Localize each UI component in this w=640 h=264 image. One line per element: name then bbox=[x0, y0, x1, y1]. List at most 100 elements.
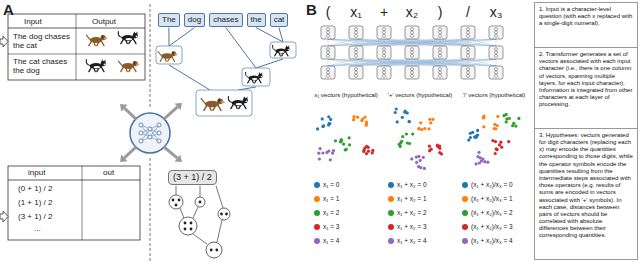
patch bbox=[252, 78, 258, 80]
vector-box bbox=[405, 46, 419, 59]
vector-box bbox=[349, 46, 363, 59]
vector-unit bbox=[439, 74, 442, 77]
tree-line bbox=[193, 207, 198, 218]
scatter-point bbox=[423, 127, 426, 130]
scatter-point bbox=[408, 120, 411, 123]
scatter-point bbox=[417, 127, 420, 130]
vector-unit bbox=[467, 68, 470, 71]
vector-unit bbox=[355, 71, 358, 74]
vector-unit bbox=[495, 28, 498, 31]
vector-box bbox=[433, 26, 447, 39]
vector-unit bbox=[411, 74, 414, 77]
legend-swatch bbox=[462, 182, 468, 188]
scatter-point bbox=[500, 146, 503, 149]
vector-unit bbox=[355, 34, 358, 37]
table-rule bbox=[8, 180, 140, 181]
scatter-point bbox=[512, 122, 515, 125]
cat-icon bbox=[228, 96, 247, 108]
vector-unit bbox=[439, 71, 442, 74]
attention-link bbox=[328, 39, 496, 46]
expression-box: (3 + 1) / 2 bbox=[168, 170, 217, 185]
vector-unit bbox=[383, 28, 386, 31]
tree-line bbox=[180, 208, 184, 218]
arrow-head bbox=[120, 104, 127, 111]
text-panel-cell: 2. Transformer generates a set of vector… bbox=[534, 47, 638, 129]
attention-link bbox=[412, 59, 496, 66]
tail bbox=[228, 97, 231, 103]
input-char: x₁ bbox=[350, 4, 362, 20]
tree-image-box bbox=[270, 42, 296, 58]
vector-box bbox=[461, 66, 475, 79]
scatter-point bbox=[329, 158, 332, 161]
legend-swatch bbox=[388, 182, 394, 188]
tree-line bbox=[176, 186, 177, 195]
text-panel-cell: 1. Input is a character-level question (… bbox=[534, 2, 638, 48]
table-cell: The cat chases the dog bbox=[13, 57, 73, 75]
body bbox=[248, 75, 259, 80]
table-cell: The dog chases the cat bbox=[13, 32, 73, 50]
legend-swatch bbox=[388, 210, 394, 216]
tree-line bbox=[168, 28, 169, 46]
vector-unit bbox=[411, 54, 414, 57]
scatter-point bbox=[342, 143, 345, 146]
leg bbox=[204, 106, 207, 111]
table-frame bbox=[8, 166, 140, 240]
legend-swatch bbox=[388, 238, 394, 244]
vector-unit bbox=[327, 68, 330, 71]
tree-line bbox=[226, 28, 256, 68]
vector-unit bbox=[411, 71, 414, 74]
leg bbox=[231, 105, 233, 109]
scatter-point bbox=[365, 124, 368, 127]
vector-box bbox=[489, 66, 503, 79]
vector-unit bbox=[383, 51, 386, 54]
tail bbox=[86, 35, 89, 39]
vector-unit bbox=[411, 31, 414, 34]
quantity-circle bbox=[169, 195, 183, 209]
legend-text: (x₁ + x₂)/x₃ = 1 bbox=[471, 195, 513, 203]
table-rule bbox=[76, 14, 77, 80]
leg bbox=[172, 58, 174, 62]
word-box: chases bbox=[209, 13, 242, 27]
vector-unit bbox=[327, 51, 330, 54]
patch bbox=[236, 103, 242, 105]
scatter-point bbox=[475, 162, 478, 165]
tree-line bbox=[200, 186, 201, 197]
leg bbox=[134, 40, 136, 44]
legend-swatch bbox=[462, 238, 468, 244]
vector-unit bbox=[467, 28, 470, 31]
table-cell: (1 + 1) / 2 bbox=[18, 198, 52, 207]
legend-swatch bbox=[314, 182, 320, 188]
pointer-arrow bbox=[0, 211, 8, 222]
vector-unit bbox=[411, 34, 414, 37]
scatter-point bbox=[496, 115, 499, 118]
vector-box bbox=[461, 26, 475, 39]
divider bbox=[150, 4, 151, 108]
scatter-point bbox=[438, 147, 441, 150]
cat-icon bbox=[245, 72, 262, 83]
vector-unit bbox=[383, 71, 386, 74]
scatter-point bbox=[348, 143, 351, 146]
ear bbox=[101, 35, 103, 39]
pointer-arrow bbox=[0, 36, 8, 47]
legend-swatch bbox=[462, 224, 468, 230]
plot-title: '+' vectors (hypothetical) bbox=[388, 92, 453, 99]
scatter-point bbox=[362, 150, 365, 153]
vector-unit bbox=[495, 71, 498, 74]
vector-unit bbox=[467, 54, 470, 57]
legend-text: (x₁ + x₂)/x₃ = 0 bbox=[471, 181, 513, 189]
vector-box bbox=[349, 66, 363, 79]
scatter-point bbox=[429, 121, 432, 124]
table-header: out bbox=[103, 168, 114, 177]
quantity-dot bbox=[225, 213, 228, 216]
vector-unit bbox=[439, 54, 442, 57]
ears bbox=[259, 72, 263, 75]
vector-box bbox=[433, 46, 447, 59]
vector-unit bbox=[355, 68, 358, 71]
attention-link bbox=[328, 39, 496, 46]
input-char: / bbox=[466, 4, 470, 20]
vector-unit bbox=[355, 54, 358, 57]
vector-unit bbox=[327, 74, 330, 77]
legend-text: (x₁ + x₂)/x₃ = 4 bbox=[471, 237, 513, 245]
scatter-point bbox=[401, 116, 404, 119]
vector-box bbox=[377, 26, 391, 39]
